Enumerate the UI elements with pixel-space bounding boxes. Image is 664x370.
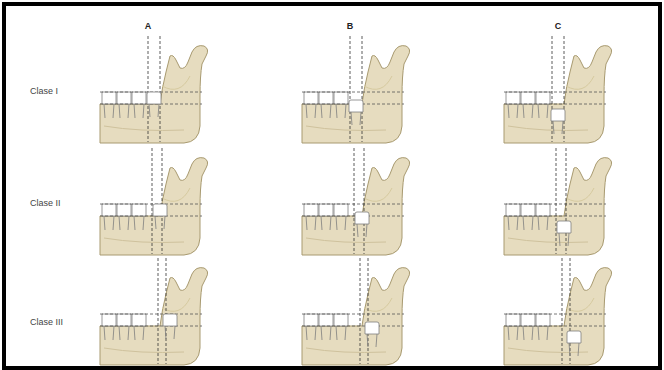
reference-line [566,148,567,254]
third-molar [163,314,177,339]
reference-line [354,148,355,254]
mandible-drawing [504,268,612,365]
third-molar [365,322,379,347]
reference-line [166,258,167,364]
reference-line [364,148,365,254]
reference-line [152,148,153,254]
mandible-cell [302,258,410,365]
reference-line [552,36,553,142]
reference-line [158,258,159,364]
reference-line [148,36,149,142]
mandible-cell [100,258,208,365]
mandible-cell [100,36,208,143]
reference-line [564,36,565,142]
reference-line [362,36,363,142]
mandible-drawing [100,268,208,365]
mandible-cell [302,36,410,143]
third-molar [551,109,565,134]
mandible-drawing [504,46,612,143]
reference-line [160,36,161,142]
mandible-cell [302,148,410,255]
third-molar [349,100,363,125]
reference-line [350,36,351,142]
reference-line [162,148,163,254]
third-molar [557,221,571,246]
mandible-drawing [504,158,612,255]
mandible-drawing [302,158,410,255]
mandible-drawing [302,268,410,365]
class-label: Clase III [30,318,63,328]
reference-line [360,258,361,364]
class-label: Clase II [30,199,61,209]
reference-line [562,258,563,364]
third-molar [355,212,369,237]
column-label: A [145,22,152,32]
column-label: C [555,22,562,32]
third-molar [567,331,581,356]
class-label: Clase I [30,87,58,97]
third-molar [147,92,161,117]
mandible-cell [100,148,208,255]
column-label: B [347,22,354,32]
mandible-cell [504,148,612,255]
mandible-cell [504,258,612,365]
third-molar [153,204,167,229]
reference-line [556,148,557,254]
mandible-drawing [100,158,208,255]
mandible-cell [504,36,612,143]
mandible-drawing [100,46,208,143]
mandible-drawing [302,46,410,143]
reference-line [368,258,369,364]
